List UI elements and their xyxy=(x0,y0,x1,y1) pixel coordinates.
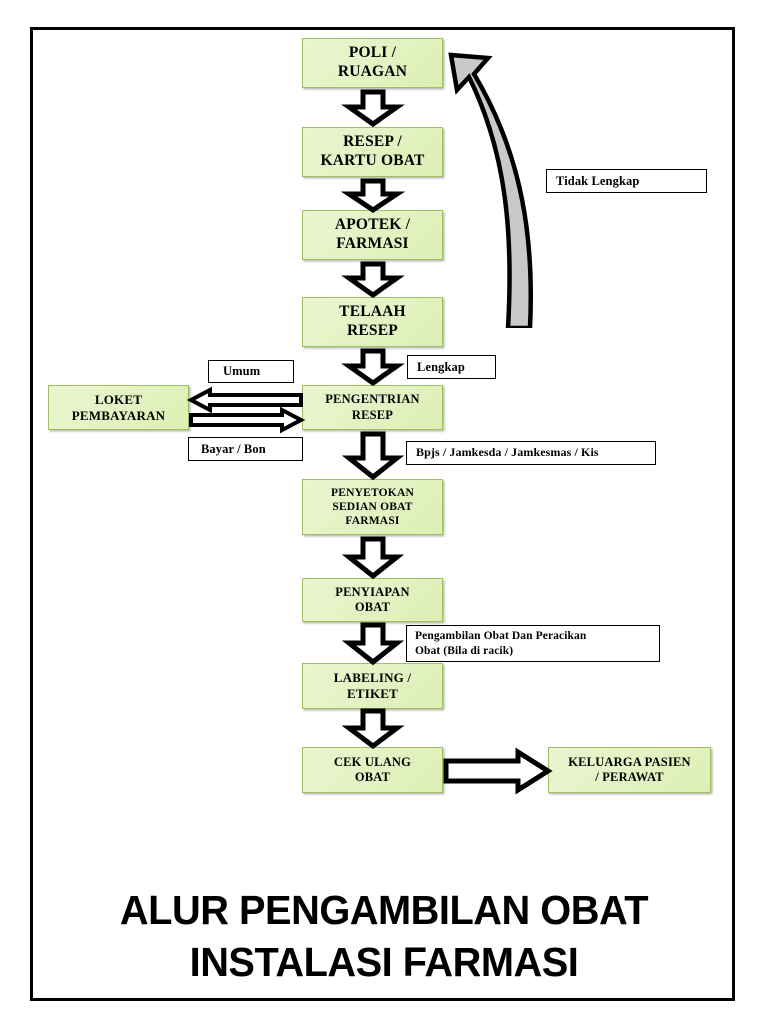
connector-cekulang-to-keluarga xyxy=(443,747,553,795)
page-frame-border xyxy=(30,27,735,1001)
connector-labeling-to-cekulang xyxy=(341,708,405,750)
edge-label-bpjs: Bpjs / Jamkesda / Jamkesmas / Kis xyxy=(406,441,656,465)
connector-loket-to-pengentrian xyxy=(188,406,306,434)
connector-telaah-to-poli-curved xyxy=(438,28,568,328)
connector-penyetokan-to-penyiapan xyxy=(341,536,405,580)
connector-penyiapan-to-labeling xyxy=(341,622,405,666)
connector-resep-to-apotek xyxy=(340,178,406,214)
edge-label-lengkap: Lengkap xyxy=(407,355,496,379)
node-loket-pembayaran: LOKET PEMBAYARAN xyxy=(48,385,189,430)
node-resep-kartu-obat: RESEP / KARTU OBAT xyxy=(302,127,443,177)
connector-pengentrian-to-penyetokan xyxy=(341,431,405,481)
node-keluarga-pasien-perawat: KELUARGA PASIEN / PERAWAT xyxy=(548,747,711,793)
node-pengentrian-resep: PENGENTRIAN RESEP xyxy=(302,385,443,430)
edge-label-bayar-bon: Bayar / Bon xyxy=(188,437,303,461)
node-apotek-farmasi: APOTEK / FARMASI xyxy=(302,210,443,260)
node-poli-ruagan: POLI / RUAGAN xyxy=(302,38,443,88)
connector-telaah-to-pengentrian xyxy=(341,348,405,387)
connector-poli-to-resep xyxy=(341,89,405,128)
node-labeling-etiket: LABELING / ETIKET xyxy=(302,663,443,709)
node-cek-ulang-obat: CEK ULANG OBAT xyxy=(302,747,443,793)
edge-label-tidak-lengkap: Tidak Lengkap xyxy=(546,169,707,193)
diagram-title: ALUR PENGAMBILAN OBAT INSTALASI FARMASI xyxy=(119,887,649,986)
edge-label-umum: Umum xyxy=(208,360,294,383)
connector-pengentrian-to-loket xyxy=(186,386,304,414)
node-penyiapan-obat: PENYIAPAN OBAT xyxy=(302,578,443,622)
node-penyetokan-sedian-obat-farmasi: PENYETOKAN SEDIAN OBAT FARMASI xyxy=(302,479,443,535)
edge-label-pengambilan-obat: Pengambilan Obat Dan Peracikan Obat (Bil… xyxy=(406,625,660,662)
node-telaah-resep: TELAAH RESEP xyxy=(302,297,443,347)
connector-apotek-to-telaah xyxy=(341,261,405,299)
